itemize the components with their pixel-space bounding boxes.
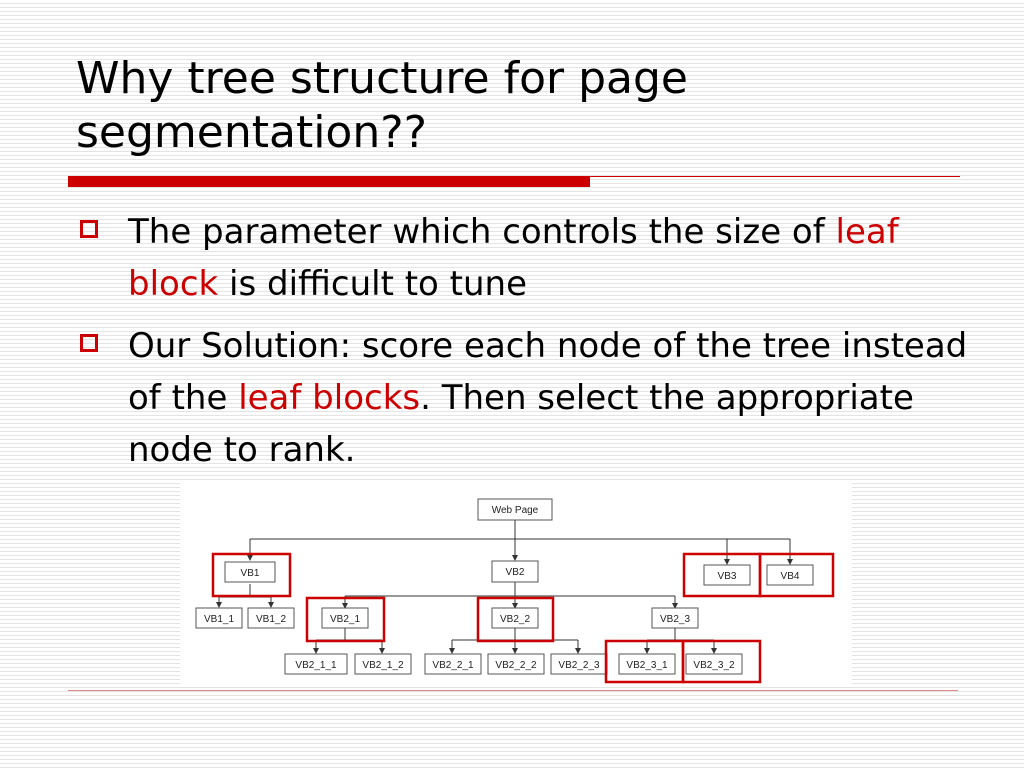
tree-node-vb2: VB2 <box>491 560 539 583</box>
bullet-item-1: The parameter which controls the size of… <box>76 206 976 310</box>
bullet-item-2: Our Solution: score each node of the tre… <box>76 320 976 476</box>
node-label: VB2_2_2 <box>495 660 537 671</box>
node-label: VB2_2 <box>500 614 530 625</box>
node-label: Web Page <box>492 505 539 516</box>
tree-node-vb2-3-2: VB2_3_2 <box>685 653 743 675</box>
node-label: VB2_3_1 <box>626 660 668 671</box>
node-label: VB1_1 <box>204 614 234 625</box>
node-label: VB2_1_2 <box>362 660 404 671</box>
bullet-2-text-a: Our Solution: score each node of the tre… <box>128 326 968 418</box>
hollow-square-bullet-icon <box>80 220 98 238</box>
edges-level-1 <box>247 520 793 565</box>
slide-title: Why tree structure for page segmentation… <box>76 52 956 160</box>
node-label: VB4 <box>781 571 800 582</box>
node-label: VB2_3 <box>660 614 690 625</box>
node-label: VB2_2_1 <box>432 660 474 671</box>
selection-box-vb2-1 <box>305 596 386 643</box>
tree-node-vb1: VB1 <box>224 561 276 583</box>
title-divider-thick <box>68 176 590 187</box>
tree-node-vb2-2-3: VB2_2_3 <box>550 653 608 675</box>
title-line-2: segmentation?? <box>76 107 427 158</box>
tree-node-vb2-2-2: VB2_2_2 <box>487 653 545 675</box>
selection-box-vb2-2 <box>476 596 555 643</box>
node-label: VB3 <box>718 571 737 582</box>
tree-node-vb2-3: VB2_3 <box>651 607 699 629</box>
node-label: VB2_3_2 <box>693 660 735 671</box>
tree-node-vb3: VB3 <box>703 564 751 586</box>
selection-box-vb4 <box>758 552 835 598</box>
bullet-1-text-a: The parameter which controls the size of <box>128 212 836 252</box>
node-label: VB1_2 <box>256 614 286 625</box>
selection-box-vb2-3-2 <box>681 639 762 684</box>
tree-node-vb1-1: VB1_1 <box>195 607 243 629</box>
tree-node-vb2-2: VB2_2 <box>491 607 539 629</box>
selection-highlights <box>211 552 835 684</box>
tree-diagram: Web Page VB1 VB2 VB3 VB4 VB1_1 VB1_2 VB2… <box>195 498 835 684</box>
tree-node-vb2-1: VB2_1 <box>321 607 369 629</box>
node-label: VB2_1 <box>330 614 360 625</box>
tree-node-vb1-2: VB1_2 <box>247 607 295 629</box>
node-label: VB2 <box>506 567 525 578</box>
tree-node-vb2-1-1: VB2_1_1 <box>284 653 348 675</box>
node-label: VB2_2_3 <box>558 660 600 671</box>
tree-node-web-page: Web Page <box>477 498 553 521</box>
bullet-list: The parameter which controls the size of… <box>76 206 976 486</box>
bullet-2-text-b: . Then select the appropriate node to ra… <box>128 378 914 470</box>
bullet-2-highlight: leaf blocks <box>238 378 421 418</box>
bullet-1-highlight: leaf block <box>128 212 899 304</box>
title-line-1: Why tree structure for page <box>76 53 688 104</box>
hollow-square-bullet-icon <box>80 334 98 352</box>
tree-node-vb2-3-1: VB2_3_1 <box>618 653 676 675</box>
bullet-1-text-b: is difficult to tune <box>218 264 528 304</box>
tree-node-vb4: VB4 <box>766 564 814 586</box>
tree-node-vb2-2-1: VB2_2_1 <box>424 653 482 675</box>
tree-node-vb2-1-2: VB2_1_2 <box>354 653 412 675</box>
node-label: VB1 <box>241 568 260 579</box>
selection-box-vb1 <box>211 552 292 598</box>
node-label: VB2_1_1 <box>295 660 337 671</box>
footer-divider <box>68 690 958 691</box>
edges-vb2 <box>342 582 678 609</box>
